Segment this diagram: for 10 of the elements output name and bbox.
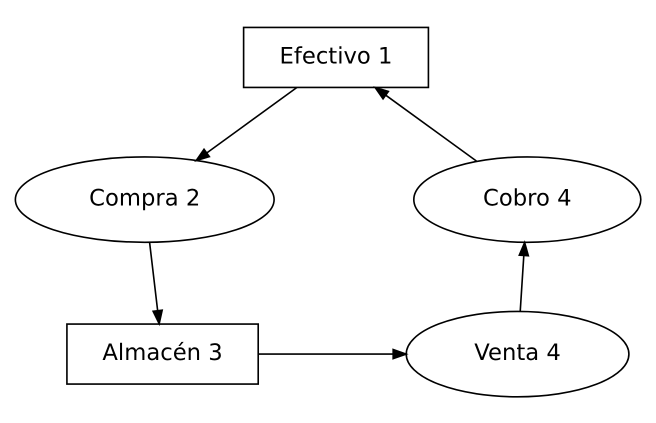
node-ellipse: Venta 4 <box>405 310 630 398</box>
node-ellipse: Compra 2 <box>14 156 275 243</box>
arrow <box>518 240 530 311</box>
node-box: Efectivo 1 <box>242 26 430 88</box>
node-box: Almacén 3 <box>66 322 260 384</box>
arrow <box>148 242 164 326</box>
arrow <box>373 86 478 162</box>
arrow <box>194 86 298 162</box>
node-ellipse: Cobro 4 <box>413 156 642 243</box>
arrow <box>258 348 409 360</box>
